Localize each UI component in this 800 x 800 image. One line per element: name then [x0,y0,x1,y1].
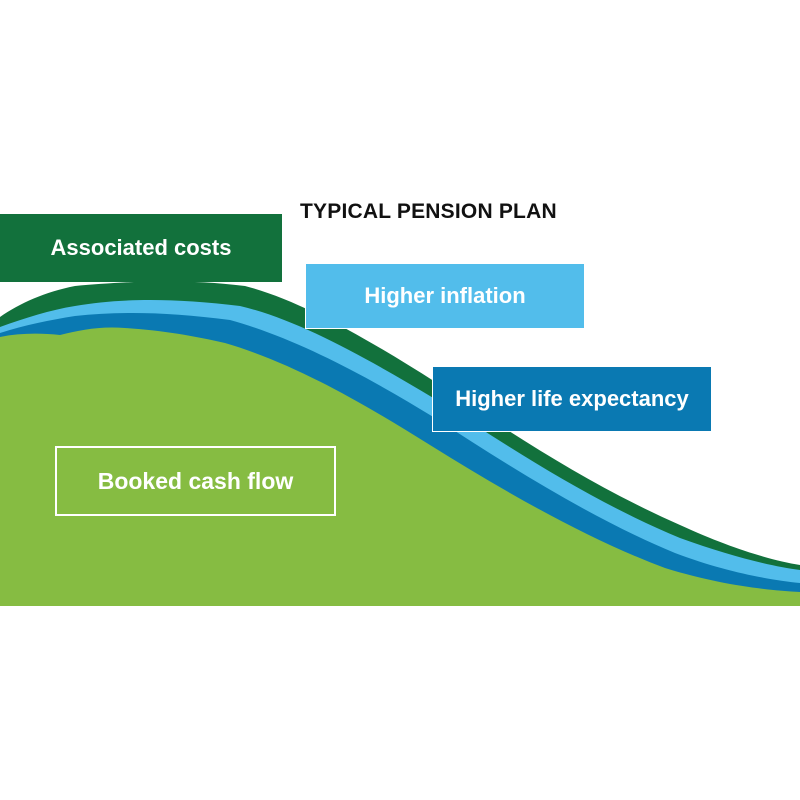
booked-cash-flow-area [0,327,800,606]
booked-cash-flow-label: Booked cash flow [55,446,336,516]
higher-life-expectancy-label: Higher life expectancy [432,366,712,432]
diagram-title: TYPICAL PENSION PLAN [300,200,557,223]
higher-inflation-label: Higher inflation [305,263,585,329]
associated-costs-label: Associated costs [0,214,282,282]
